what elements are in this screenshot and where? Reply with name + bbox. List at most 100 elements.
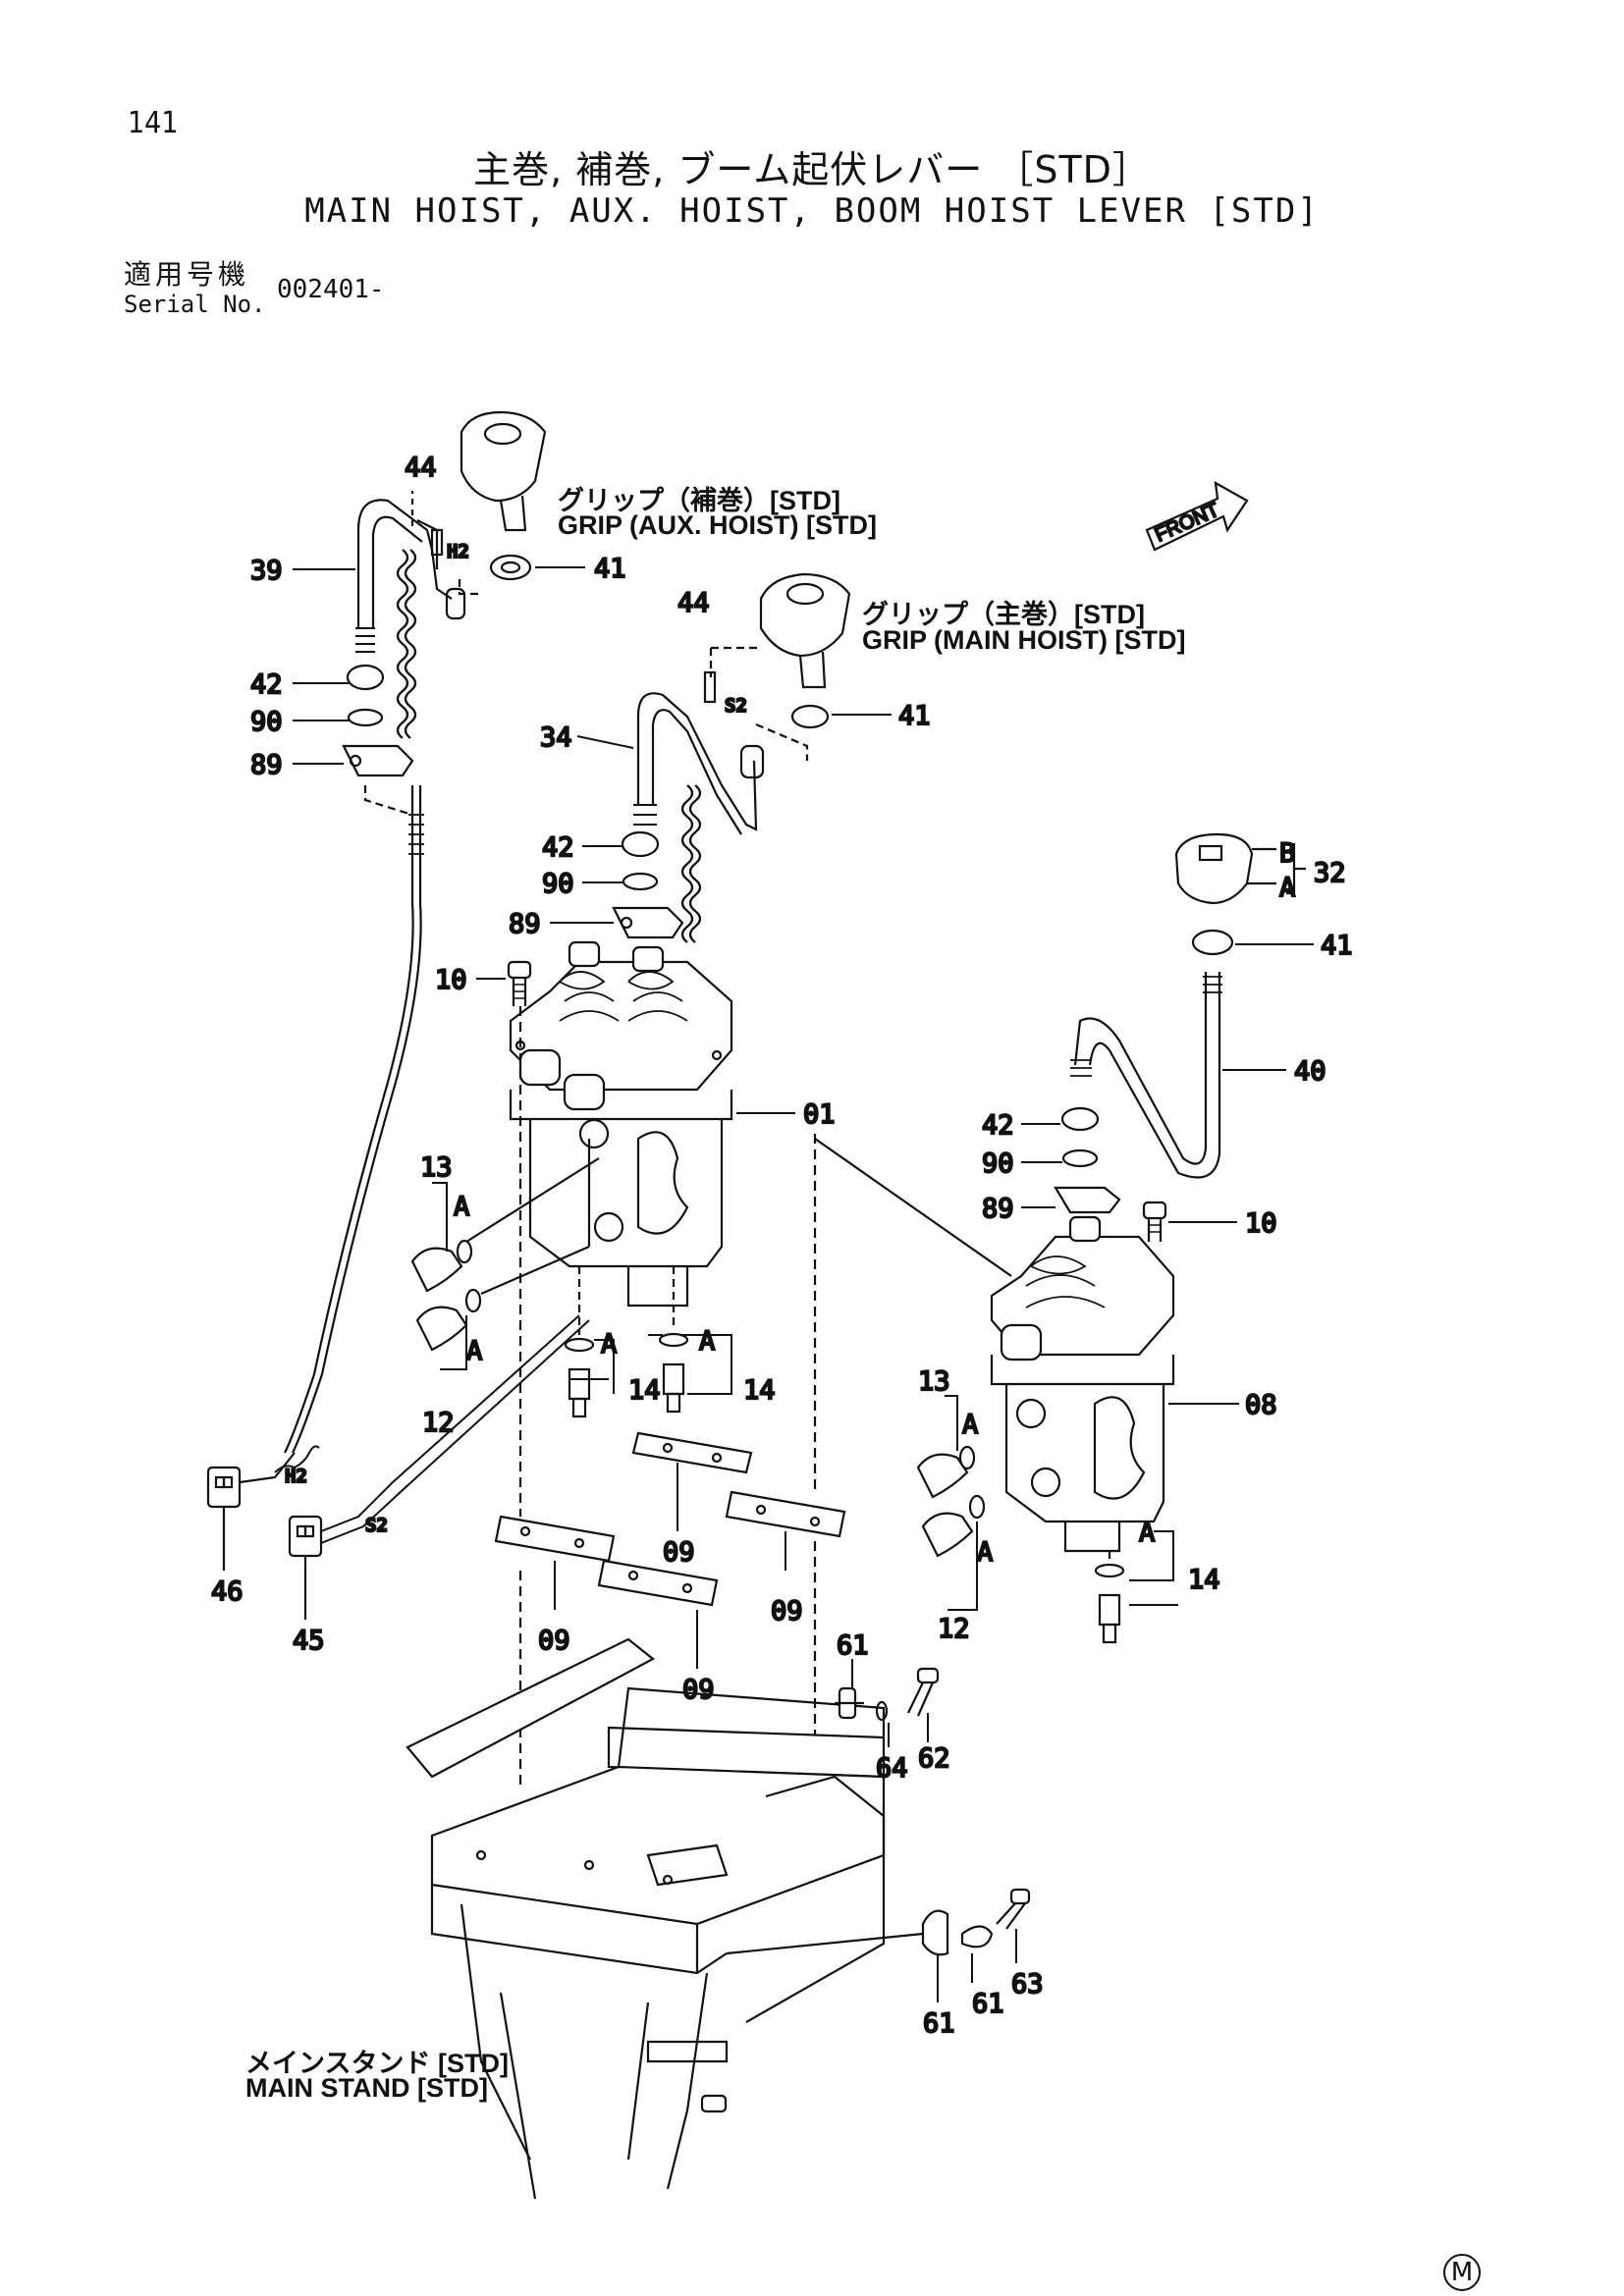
aux-leader-dash bbox=[458, 579, 481, 596]
part-label: 41 bbox=[594, 554, 626, 584]
clamp-leader bbox=[726, 1932, 924, 1955]
elbow-fitting-13b bbox=[916, 1453, 969, 1499]
label-a: A bbox=[699, 1326, 715, 1357]
main-stand bbox=[406, 1637, 886, 2200]
part-label: 39 bbox=[250, 556, 283, 586]
plate-09b bbox=[725, 1490, 846, 1538]
callout-grip-aux-en: GRIP (AUX. HOIST) [STD] bbox=[558, 510, 878, 540]
label-a: A bbox=[601, 1329, 617, 1360]
front-label: FRONT bbox=[1152, 499, 1222, 546]
boom-bracket-89 bbox=[1054, 1186, 1121, 1214]
callout-grip-aux-ja: グリップ（補巻）[STD] bbox=[558, 486, 840, 515]
boom-nut-41 bbox=[1191, 929, 1234, 956]
serial-label-english: Serial No. bbox=[124, 291, 266, 318]
part-label: 63 bbox=[1011, 1969, 1044, 2000]
boom-nut-42 bbox=[1060, 1106, 1100, 1132]
callout-main-stand-ja: メインスタンド [STD] bbox=[245, 2049, 509, 2078]
part-label: 08 bbox=[1245, 1390, 1277, 1420]
fitting-leaders-a bbox=[465, 1157, 600, 1296]
part-label: 90 bbox=[982, 1148, 1014, 1179]
aux-bracket-89 bbox=[342, 744, 414, 777]
label-a: A bbox=[1279, 873, 1295, 903]
plug-14b bbox=[658, 1332, 689, 1414]
aux-nut-41 bbox=[489, 554, 532, 581]
part-label: 90 bbox=[542, 869, 574, 899]
callout-grip-main-en: GRIP (MAIN HOIST) [STD] bbox=[862, 625, 1186, 655]
main-washer-90 bbox=[622, 872, 659, 891]
aux-lever-rod bbox=[355, 499, 453, 653]
part-label: 14 bbox=[1188, 1565, 1220, 1595]
part-label: 41 bbox=[898, 701, 931, 731]
serial-number-value: 002401- bbox=[277, 275, 385, 304]
part-label: 44 bbox=[677, 588, 710, 618]
part-label: 42 bbox=[542, 832, 574, 863]
part-label: 14 bbox=[743, 1375, 776, 1406]
part-label: 09 bbox=[663, 1537, 695, 1568]
boom-bracket-ab bbox=[1247, 842, 1306, 895]
part-label: 10 bbox=[1245, 1208, 1277, 1239]
plate-09a bbox=[631, 1431, 753, 1474]
grip-aux-knob bbox=[460, 410, 547, 532]
part-label: 09 bbox=[771, 1596, 803, 1627]
label-a: A bbox=[466, 1336, 482, 1366]
callout-grip-main-ja: グリップ（主巻）[STD] bbox=[862, 600, 1145, 629]
label-b: B bbox=[1279, 838, 1295, 869]
part-label: 89 bbox=[509, 909, 541, 939]
part-label: 32 bbox=[1314, 858, 1346, 888]
part-label: 64 bbox=[876, 1753, 908, 1784]
boom-washer-90 bbox=[1061, 1148, 1099, 1168]
front-arrow-icon: FRONT bbox=[1145, 480, 1249, 552]
part-label: 09 bbox=[538, 1626, 570, 1656]
page-number: 141 bbox=[128, 106, 179, 140]
boom-valve-block-08 bbox=[990, 1215, 1175, 1553]
small-labels: H2 S2 H2 S2 A A A A A A A B A bbox=[284, 540, 1296, 1569]
manufacturer-mark: M bbox=[1443, 2254, 1481, 2291]
connector-46 bbox=[206, 1445, 320, 1509]
part-label: 90 bbox=[250, 707, 283, 737]
aux-dash-2 bbox=[363, 785, 413, 817]
clamp-61c bbox=[960, 1925, 994, 1949]
clamp-61a bbox=[835, 1686, 864, 1720]
part-label: 34 bbox=[540, 722, 572, 753]
label-a: A bbox=[1139, 1518, 1155, 1548]
part-label: 44 bbox=[405, 453, 437, 483]
part-label: 41 bbox=[1321, 931, 1353, 961]
main-nut-41 bbox=[790, 704, 830, 729]
part-label: 61 bbox=[972, 1989, 1004, 2019]
part-label: 61 bbox=[923, 2008, 955, 2039]
plug-14c bbox=[1094, 1563, 1125, 1644]
elbow-fitting-12a bbox=[415, 1306, 468, 1352]
part-label: 62 bbox=[918, 1743, 950, 1774]
label-a: A bbox=[962, 1410, 978, 1440]
aux-nut-42 bbox=[346, 664, 385, 691]
label-s2: S2 bbox=[725, 695, 747, 717]
boom-grip-knob-32 bbox=[1174, 832, 1254, 905]
callout-main-stand-en: MAIN STAND [STD] bbox=[245, 2073, 488, 2103]
aux-washer-90 bbox=[347, 708, 384, 727]
part-label: 14 bbox=[628, 1375, 661, 1406]
main-bracket-89 bbox=[612, 906, 684, 939]
plug-14a bbox=[564, 1337, 595, 1418]
leader-lines bbox=[293, 566, 1314, 2002]
elbow-fitting-13a bbox=[410, 1247, 463, 1293]
bolt-62 bbox=[907, 1667, 940, 1717]
part-label: 42 bbox=[250, 669, 283, 700]
plate-09c bbox=[494, 1515, 616, 1563]
part-label: 46 bbox=[211, 1576, 244, 1607]
part-label: 89 bbox=[250, 750, 283, 780]
label-a: A bbox=[977, 1537, 993, 1568]
label-s2: S2 bbox=[365, 1515, 388, 1536]
main-bracket-hole bbox=[620, 916, 633, 930]
boom-lever-rod-40 bbox=[1070, 972, 1222, 1179]
part-label: 12 bbox=[422, 1408, 455, 1438]
main-lever-rod bbox=[633, 670, 765, 835]
center-dashes bbox=[518, 1006, 817, 1787]
oring-b1 bbox=[958, 1445, 976, 1470]
grip-main-knob bbox=[759, 572, 851, 689]
plug-dashes-a bbox=[577, 1266, 676, 1335]
part-label: 40 bbox=[1294, 1056, 1326, 1087]
part-label: 13 bbox=[918, 1366, 950, 1397]
part-label: 13 bbox=[420, 1152, 453, 1183]
part-label: 61 bbox=[837, 1630, 869, 1661]
